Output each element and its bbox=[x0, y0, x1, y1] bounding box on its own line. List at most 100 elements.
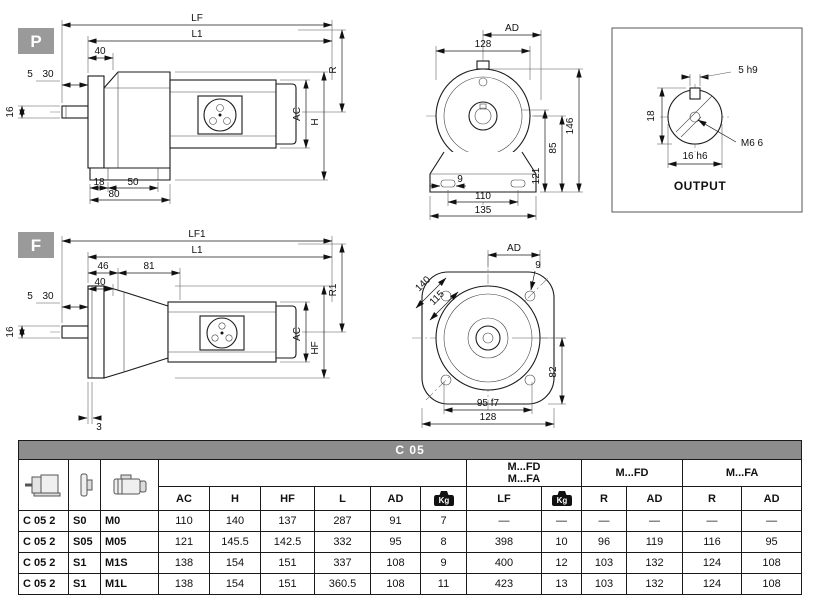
dim-label: 5 bbox=[27, 69, 33, 80]
cell-r2: 124 bbox=[682, 573, 742, 595]
cell-r: 103 bbox=[581, 573, 627, 595]
cell-model: C 05 2 bbox=[18, 510, 69, 532]
dim-label: 5 h9 bbox=[738, 65, 758, 76]
cell-ad: 108 bbox=[370, 552, 421, 574]
spec-table-container: C 05 bbox=[17, 440, 803, 595]
p-side-view: LF L1 40 5 30 16 18 50 80 AC bbox=[5, 13, 346, 204]
cell-r2: 116 bbox=[682, 531, 742, 553]
cell-ac: 110 bbox=[158, 510, 210, 532]
group-mfd: M...FD bbox=[581, 459, 683, 487]
dim-label: 128 bbox=[475, 39, 492, 50]
dim-label: 135 bbox=[475, 205, 492, 216]
dim-label: 16 bbox=[5, 106, 16, 118]
col-header-r2: R bbox=[682, 486, 742, 511]
motor-icon-cell bbox=[100, 459, 159, 511]
col-header-ac: AC bbox=[158, 486, 210, 511]
cell-m: M05 bbox=[100, 531, 159, 553]
dim-label: HF bbox=[310, 341, 321, 354]
cell-lf: 398 bbox=[466, 531, 542, 553]
drawings-canvas: P LF L1 40 5 3 bbox=[5, 13, 803, 433]
col-header-h: H bbox=[209, 486, 261, 511]
p-view-badge: P bbox=[18, 28, 54, 54]
cell-l: 360.5 bbox=[314, 573, 371, 595]
dim-label: 40 bbox=[94, 46, 106, 57]
spec-table: C 05 bbox=[17, 440, 803, 595]
dim-label: 82 bbox=[548, 366, 559, 378]
cell-ad3: 108 bbox=[740, 573, 803, 595]
dim-label: 30 bbox=[42, 69, 54, 80]
dim-label: H bbox=[310, 118, 321, 125]
cell-hf: 151 bbox=[260, 552, 315, 574]
cell-r2: 124 bbox=[682, 552, 742, 574]
gearbox-icon-cell bbox=[18, 459, 69, 511]
motor-icon bbox=[113, 474, 146, 495]
cell-kg: 9 bbox=[420, 552, 467, 574]
cell-lf: 400 bbox=[466, 552, 542, 574]
cell-lf: 423 bbox=[466, 573, 542, 595]
dim-label: 46 bbox=[97, 261, 109, 272]
dim-label: R1 bbox=[328, 283, 339, 296]
cell-ad: 95 bbox=[370, 531, 421, 553]
col-header-lf: LF bbox=[466, 486, 542, 511]
cell-r: 103 bbox=[581, 552, 627, 574]
dim-label: LF bbox=[191, 13, 203, 24]
output-title: OUTPUT bbox=[674, 179, 727, 193]
cell-model: C 05 2 bbox=[18, 552, 69, 574]
cell-kg2: 12 bbox=[541, 552, 582, 574]
cell-ac: 138 bbox=[158, 573, 210, 595]
cell-kg: 7 bbox=[420, 510, 467, 532]
cell-lf: — bbox=[466, 510, 542, 532]
cell-hf: 151 bbox=[260, 573, 315, 595]
col-header-weight-2: Kg bbox=[541, 486, 582, 511]
cell-model: C 05 2 bbox=[18, 573, 69, 595]
cell-ad3: 95 bbox=[740, 531, 803, 553]
weight-icon: Kg bbox=[551, 491, 572, 506]
cell-r: 96 bbox=[581, 531, 627, 553]
p-front-view: AD 128 146 85 121 9 110 135 bbox=[426, 23, 583, 220]
cell-ad2: — bbox=[626, 510, 683, 532]
cell-hf: 137 bbox=[260, 510, 315, 532]
dim-label: AC bbox=[292, 327, 303, 341]
p-badge-label: P bbox=[30, 32, 41, 51]
col-header-ad: AD bbox=[370, 486, 421, 511]
cell-ac: 138 bbox=[158, 552, 210, 574]
dim-label: 16 h6 bbox=[682, 151, 707, 162]
col-header-ad2: AD bbox=[626, 486, 683, 511]
f-badge-label: F bbox=[31, 236, 41, 255]
cell-r: — bbox=[581, 510, 627, 532]
cell-m: M0 bbox=[100, 510, 159, 532]
weight-icon: Kg bbox=[433, 491, 454, 506]
cell-l: 332 bbox=[314, 531, 371, 553]
dim-label: 110 bbox=[475, 191, 491, 202]
cell-kg: 11 bbox=[420, 573, 467, 595]
dim-label: 18 bbox=[646, 110, 657, 122]
flange-icon-cell bbox=[68, 459, 101, 511]
table-title: C 05 bbox=[17, 440, 803, 460]
output-detail: 5 h9 18 M6 6 16 h6 OUTPUT bbox=[611, 27, 803, 213]
weight-icon-label: Kg bbox=[556, 496, 567, 505]
cell-s: S1 bbox=[68, 573, 101, 595]
dim-label: L1 bbox=[191, 245, 203, 256]
flange-icon bbox=[80, 473, 92, 497]
cell-h: 154 bbox=[209, 573, 261, 595]
cell-kg: 8 bbox=[420, 531, 467, 553]
cell-r2: — bbox=[682, 510, 742, 532]
dim-label: 95 f7 bbox=[477, 398, 500, 409]
gearbox-icon bbox=[24, 474, 60, 497]
cell-m: M1L bbox=[100, 573, 159, 595]
group-mfd-mfa-line1: M...FD bbox=[507, 461, 541, 473]
dim-label: 50 bbox=[127, 177, 139, 188]
dim-label: 5 bbox=[27, 291, 33, 302]
dim-label: 128 bbox=[480, 412, 497, 423]
dim-label: AD bbox=[507, 243, 521, 254]
dim-label: L1 bbox=[191, 29, 203, 40]
weight-icon-label: Kg bbox=[438, 496, 449, 505]
f-view-badge: F bbox=[18, 232, 54, 258]
col-header-hf: HF bbox=[260, 486, 315, 511]
col-header-ad3: AD bbox=[740, 486, 803, 511]
dim-label: 18 bbox=[93, 177, 105, 188]
cell-h: 140 bbox=[209, 510, 261, 532]
